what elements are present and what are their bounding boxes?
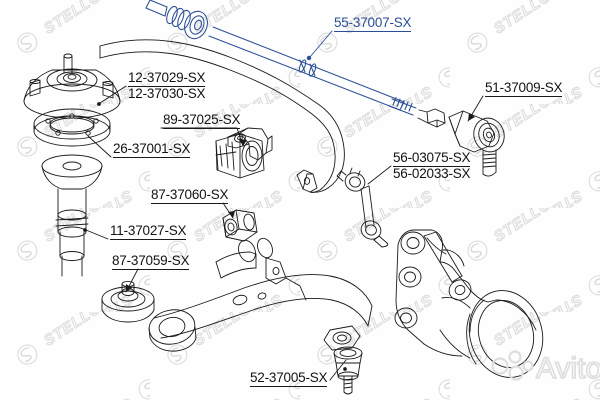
part-strut-bearing (33, 108, 111, 147)
avito-watermark-text: Avito (536, 352, 600, 385)
part-control-arm-bush-front (222, 209, 258, 242)
part-strut-mount (23, 53, 121, 119)
callout-87-37060-SX[interactable]: 87-37060-SX (151, 187, 229, 204)
callout-56-02033-SX[interactable]: 56-02033-SX (393, 166, 471, 181)
part-inner-tie-rod (145, 0, 417, 116)
callout-51-37009-SX[interactable]: 51-37009-SX (485, 80, 563, 97)
callout-26-37001-SX[interactable]: 26-37001-SX (113, 141, 191, 158)
part-stabiliser-bush (215, 133, 265, 179)
callout-56-03075-SX[interactable]: 56-03075-SX (393, 150, 471, 167)
part-steering-knuckle (394, 229, 544, 378)
part-bump-stop (41, 154, 103, 277)
part-stabiliser-link (336, 167, 389, 248)
part-tie-rod-nut (417, 108, 446, 128)
callout-12-37029-SX[interactable]: 12-37029-SX (128, 70, 206, 87)
callout-12-37030-SX[interactable]: 12-37030-SX (128, 86, 206, 101)
callout-87-37059-SX[interactable]: 87-37059-SX (112, 253, 190, 270)
callout-52-37005-SX[interactable]: 52-37005-SX (250, 370, 328, 387)
callout-11-37027-SX[interactable]: 11-37027-SX (110, 223, 187, 240)
callout-55-37007-SX[interactable]: 55-37007-SX (334, 15, 412, 32)
part-control-arm (148, 237, 373, 352)
callout-89-37025-SX[interactable]: 89-37025-SX (163, 112, 241, 129)
part-stabiliser-bar (99, 39, 345, 193)
part-ball-joint (333, 346, 363, 395)
